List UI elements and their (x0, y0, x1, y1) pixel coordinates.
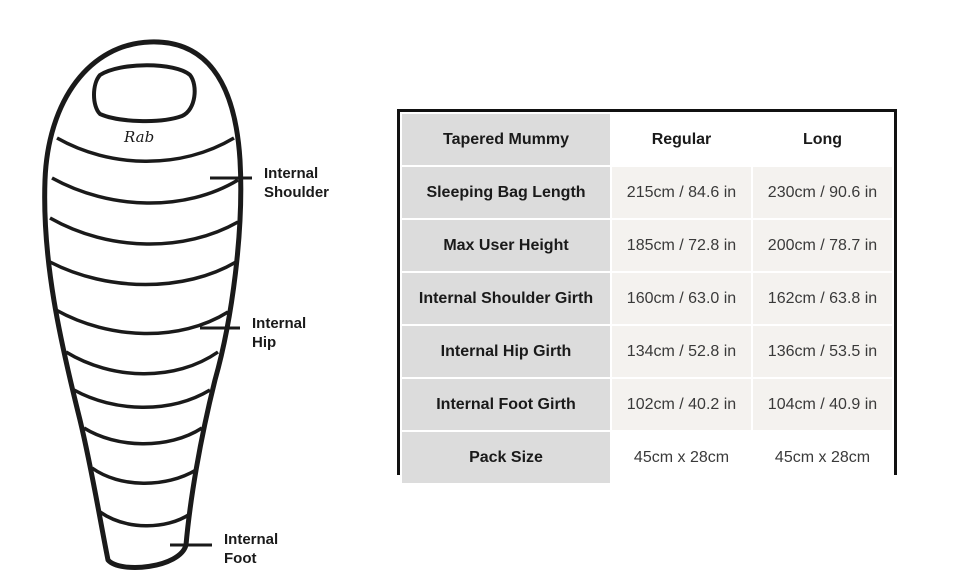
hood-opening (92, 63, 197, 124)
table-row: Sleeping Bag Length 215cm / 84.6 in 230c… (400, 165, 894, 220)
row-label: Sleeping Bag Length (400, 165, 612, 220)
spec-table: Tapered Mummy Regular Long Sleeping Bag … (397, 109, 897, 485)
row-label: Internal Hip Girth (400, 324, 612, 379)
long-value: 200cm / 78.7 in (751, 218, 894, 273)
baffle-line (51, 176, 239, 205)
long-value: 230cm / 90.6 in (751, 165, 894, 220)
baffle-line (99, 510, 191, 528)
regular-value: 45cm x 28cm (610, 430, 753, 485)
baffle-line (56, 136, 235, 163)
table-row: Internal Shoulder Girth 160cm / 63.0 in … (400, 271, 894, 326)
table-header-row: Tapered Mummy Regular Long (400, 112, 894, 167)
long-value: 162cm / 63.8 in (751, 271, 894, 326)
row-label: Internal Shoulder Girth (400, 271, 612, 326)
callout-internal-foot: Internal Foot (224, 531, 279, 567)
long-value: 136cm / 53.5 in (751, 324, 894, 379)
baffle-line (49, 216, 239, 246)
brand-logo: Rab (124, 128, 155, 146)
table-row: Max User Height 185cm / 72.8 in 200cm / … (400, 218, 894, 273)
regular-value: 160cm / 63.0 in (610, 271, 753, 326)
baffle-line (65, 350, 220, 376)
row-label: Internal Foot Girth (400, 377, 612, 432)
baffle-line (49, 260, 237, 287)
regular-value: 215cm / 84.6 in (610, 165, 753, 220)
table-row: Internal Foot Girth 102cm / 40.2 in 104c… (400, 377, 894, 432)
header-long: Long (751, 112, 894, 167)
baffle-line (55, 308, 229, 336)
table-row: Internal Hip Girth 134cm / 52.8 in 136cm… (400, 324, 894, 379)
baffle-line (73, 388, 211, 409)
sleeping-bag-illustration (42, 39, 252, 570)
regular-value: 134cm / 52.8 in (610, 324, 753, 379)
callout-internal-hip: Internal Hip (252, 315, 307, 351)
sleeping-bag-diagram: Rab Internal Shoulder Internal Hip Inter… (0, 0, 400, 576)
long-value: 45cm x 28cm (751, 430, 894, 485)
regular-value: 185cm / 72.8 in (610, 218, 753, 273)
header-model: Tapered Mummy (400, 112, 612, 167)
row-label: Max User Height (400, 218, 612, 273)
baffle-line (83, 426, 203, 446)
long-value: 104cm / 40.9 in (751, 377, 894, 432)
callout-internal-shoulder: Internal Shoulder (264, 165, 330, 201)
size-table: Tapered Mummy Regular Long Sleeping Bag … (400, 112, 894, 485)
table-row: Pack Size 45cm x 28cm 45cm x 28cm (400, 430, 894, 485)
header-regular: Regular (610, 112, 753, 167)
row-label: Pack Size (400, 430, 612, 485)
baffle-line (90, 466, 197, 485)
regular-value: 102cm / 40.2 in (610, 377, 753, 432)
